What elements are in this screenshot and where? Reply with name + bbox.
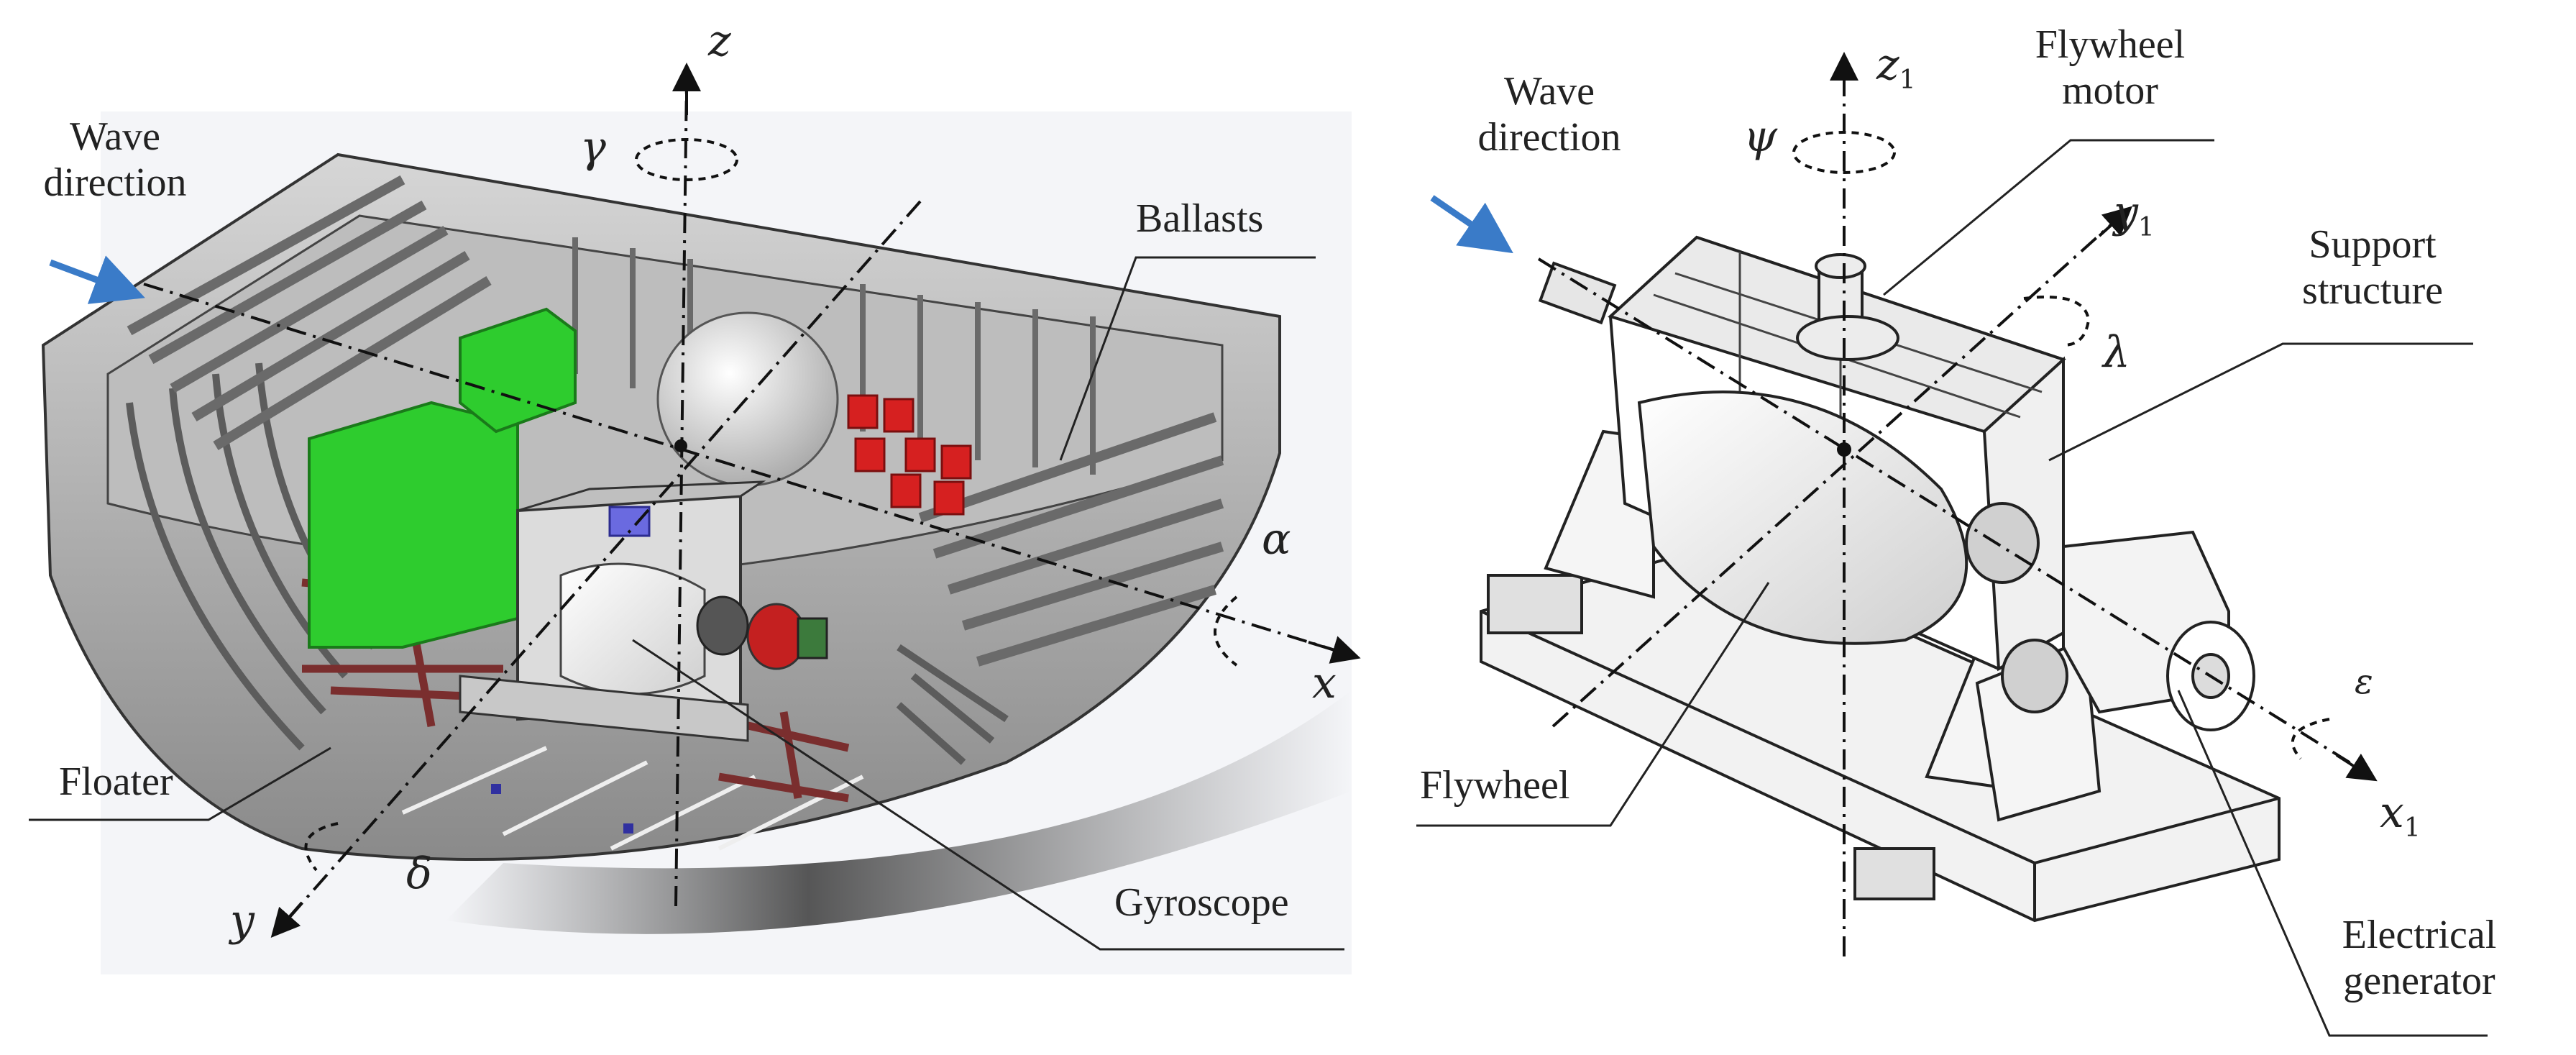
leader-lines — [29, 256, 1344, 951]
base-frame — [1480, 544, 2281, 923]
origin-point — [674, 439, 687, 452]
x-axis-arrow-icon — [1308, 636, 1361, 664]
y-axis-line — [279, 200, 922, 929]
x1-axis-subscript: 1 — [2403, 813, 2421, 843]
psi-rotation-label: ψ — [1743, 111, 1778, 162]
y1-axis-label: y1 — [2114, 187, 2155, 242]
lambda-rotation-label: λ — [2103, 327, 2131, 378]
z1-axis-letter: z — [1876, 40, 1899, 90]
hull-shadow — [446, 690, 1352, 934]
marker — [491, 784, 501, 794]
marker — [623, 823, 633, 834]
x-axis-label: x — [1312, 658, 1337, 708]
delta-rotation-label: δ — [406, 849, 433, 899]
bottom-floor — [401, 746, 864, 851]
flywheel-motor-body — [1796, 253, 1899, 361]
x1-axis-label: x1 — [2380, 787, 2421, 843]
rotation-arrow-icon — [304, 138, 1238, 872]
epsilon-rotation-label: ε — [2355, 662, 2373, 702]
z-axis-line — [674, 82, 688, 907]
flywheel-body — [1637, 391, 1968, 645]
left-shaft-cap — [1538, 261, 1617, 325]
leader-lines — [1416, 139, 2488, 1037]
y1-axis-line — [1551, 214, 2122, 728]
ballasts-label: Ballasts — [1136, 196, 1264, 241]
z-axis-label: z — [708, 16, 731, 66]
wave-direction-label-line2: direction — [43, 160, 187, 206]
x1-axis-arrow-icon — [2335, 753, 2378, 782]
right-axes — [1537, 68, 2374, 956]
wave-direction-label: Wave direction — [36, 114, 194, 206]
flywheel-label: Flywheel — [1420, 763, 1570, 808]
electrical-generator-label: Electrical generator — [2322, 912, 2516, 1005]
y-axis-arrow-icon — [270, 901, 303, 938]
x1-axis-line — [1537, 257, 2374, 778]
flywheel-motor-label: Flywheel motor — [2020, 22, 2200, 114]
alpha-rotation-label: α — [1262, 514, 1291, 565]
wave-direction-label-right: Wave direction — [1470, 68, 1628, 161]
y1-axis-letter: y — [2114, 187, 2138, 237]
deck-stiffeners — [127, 175, 1224, 667]
z1-axis-label: z1 — [1876, 40, 1916, 95]
y1-axis-arrow-icon — [2098, 206, 2132, 237]
electrical-generator-label-line2: generator — [2343, 959, 2495, 1004]
y-axis-label: y — [230, 895, 255, 946]
right-panel — [1416, 52, 2488, 1037]
left-axes — [143, 82, 1338, 929]
wave-direction-label-right-line1: Wave — [1503, 69, 1595, 114]
wave-direction-label-line1: Wave — [69, 114, 161, 159]
floater-label: Floater — [59, 759, 173, 804]
electrical-generator-label-line1: Electrical — [2342, 913, 2497, 957]
support-structure-label-line1: Support — [2309, 222, 2437, 267]
support-structure-label: Support structure — [2279, 221, 2466, 314]
rotation-arrow-icon — [1792, 131, 2330, 760]
wave-direction-label-right-line2: direction — [1477, 115, 1621, 160]
wave-direction-arrow-icon — [1430, 195, 1513, 254]
gamma-rotation-label: γ — [580, 122, 606, 173]
support-structure-label-line2: structure — [2302, 268, 2443, 314]
wave-direction-arrow-icon — [49, 255, 145, 304]
left-panel — [29, 63, 1361, 974]
y1-axis-subscript: 1 — [2137, 213, 2155, 242]
flywheel-motor-label-line2: motor — [2062, 68, 2158, 114]
x1-axis-letter: x — [2380, 787, 2404, 838]
ballast-blocks — [847, 394, 972, 516]
z1-axis-subscript: 1 — [1899, 65, 1916, 95]
hull-ribs-right — [896, 644, 1009, 765]
gyroscope-label: Gyroscope — [1114, 880, 1289, 925]
origin-point — [1837, 442, 1851, 457]
gyroscope-assembly — [459, 480, 828, 742]
flywheel-motor-label-line1: Flywheel — [2035, 22, 2186, 67]
